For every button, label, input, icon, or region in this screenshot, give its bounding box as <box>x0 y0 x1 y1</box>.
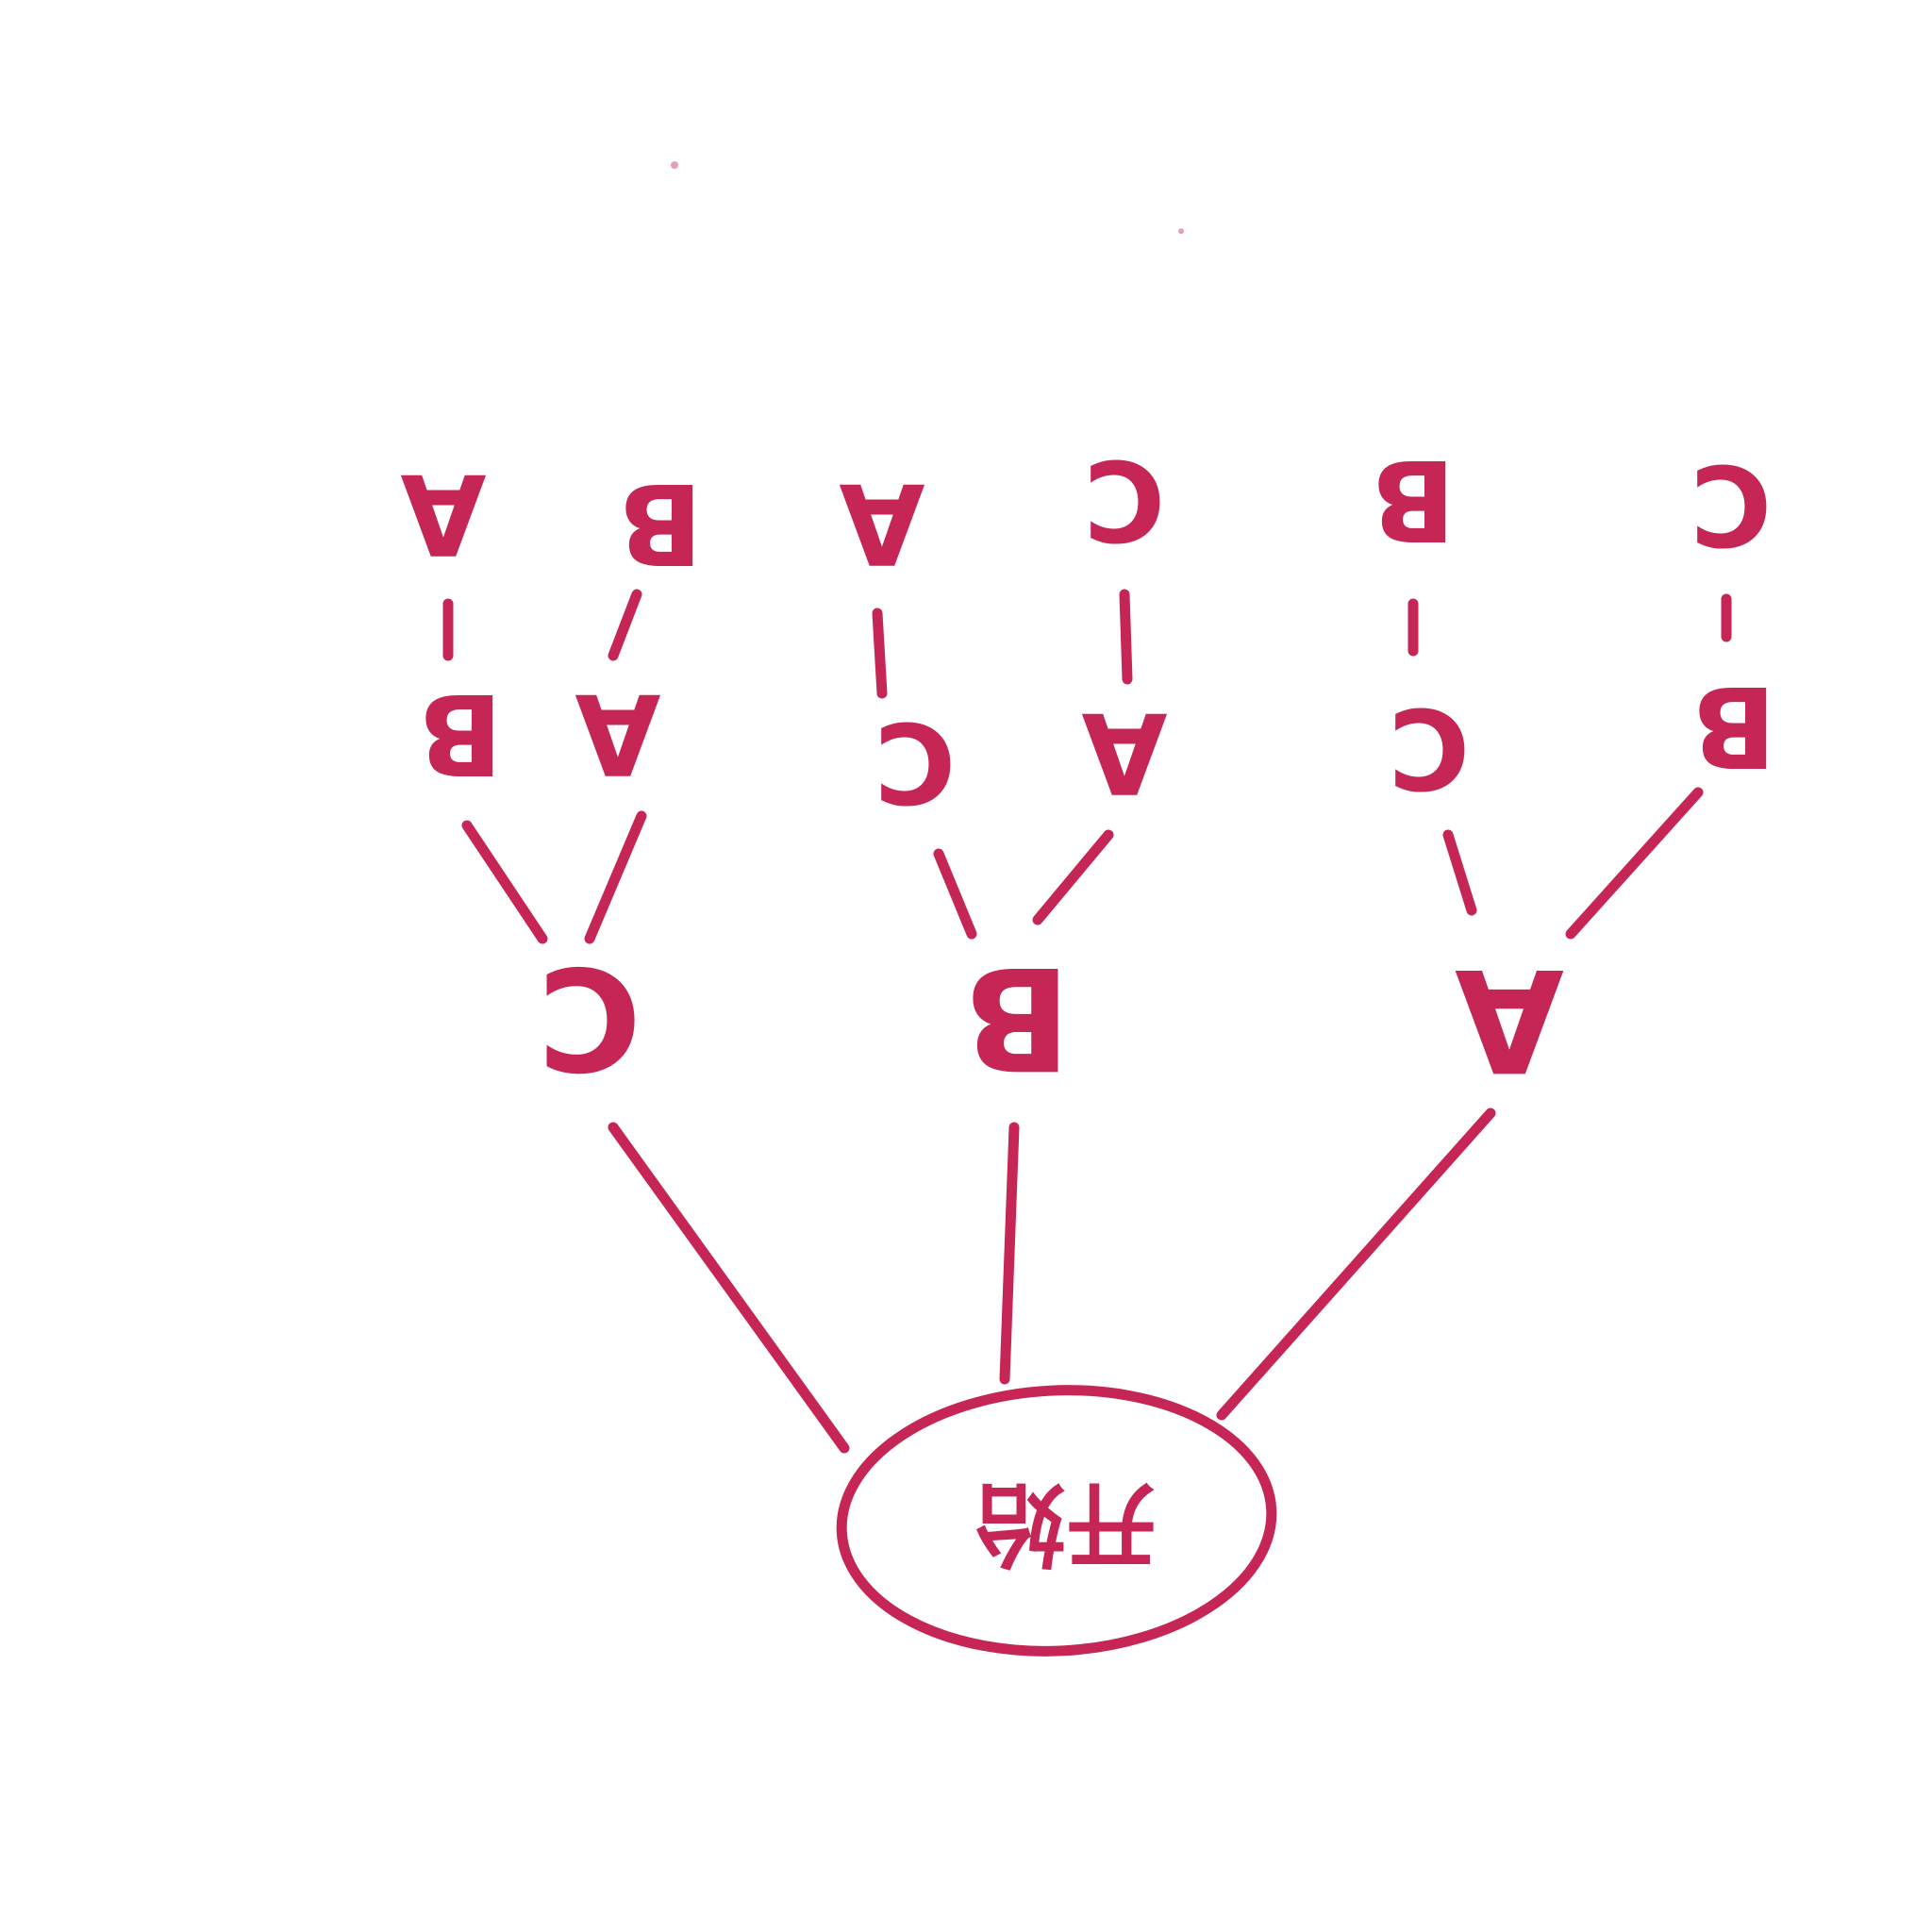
ink-speck <box>1178 228 1184 234</box>
edge-a-to-c <box>1442 829 1477 916</box>
level3-node-1: A <box>400 449 486 579</box>
edge-root-to-c <box>608 1122 850 1454</box>
level2-node-1: B <box>418 669 503 799</box>
edge-c-to-b <box>461 820 548 944</box>
level2-node-2: A <box>575 669 660 799</box>
level3-node-5: B <box>1371 435 1456 565</box>
edge-l2-3-to-l3-3 <box>872 608 888 699</box>
level2-node-5: C <box>1389 683 1471 813</box>
root-node-ellipse <box>836 1385 1277 1657</box>
edge-root-to-b <box>999 1122 1020 1385</box>
level2-node-3: C <box>874 697 957 827</box>
level2-node-4: A <box>1081 688 1167 818</box>
root-node-label: 开始 <box>975 1471 1157 1576</box>
edge-a-to-b <box>1565 787 1704 940</box>
level1-node-3: A <box>1455 937 1564 1101</box>
ink-speck <box>671 161 678 169</box>
edge-l2-2-to-l3-2 <box>608 589 642 661</box>
edge-b-to-c <box>933 848 977 940</box>
level1-node-1: C <box>538 935 641 1099</box>
level1-node-2: B <box>963 935 1071 1099</box>
level3-node-3: A <box>839 458 924 589</box>
level3-node-4: C <box>1084 435 1166 565</box>
edge-c-to-a <box>584 810 647 944</box>
level3-node-6: C <box>1690 440 1773 570</box>
edge-b-to-a <box>1032 829 1114 925</box>
level3-node-2: B <box>618 458 703 589</box>
level2-node-6: B <box>1691 661 1776 791</box>
edge-l2-4-to-l3-4 <box>1119 589 1133 685</box>
edge-root-to-a <box>1216 1108 1496 1421</box>
